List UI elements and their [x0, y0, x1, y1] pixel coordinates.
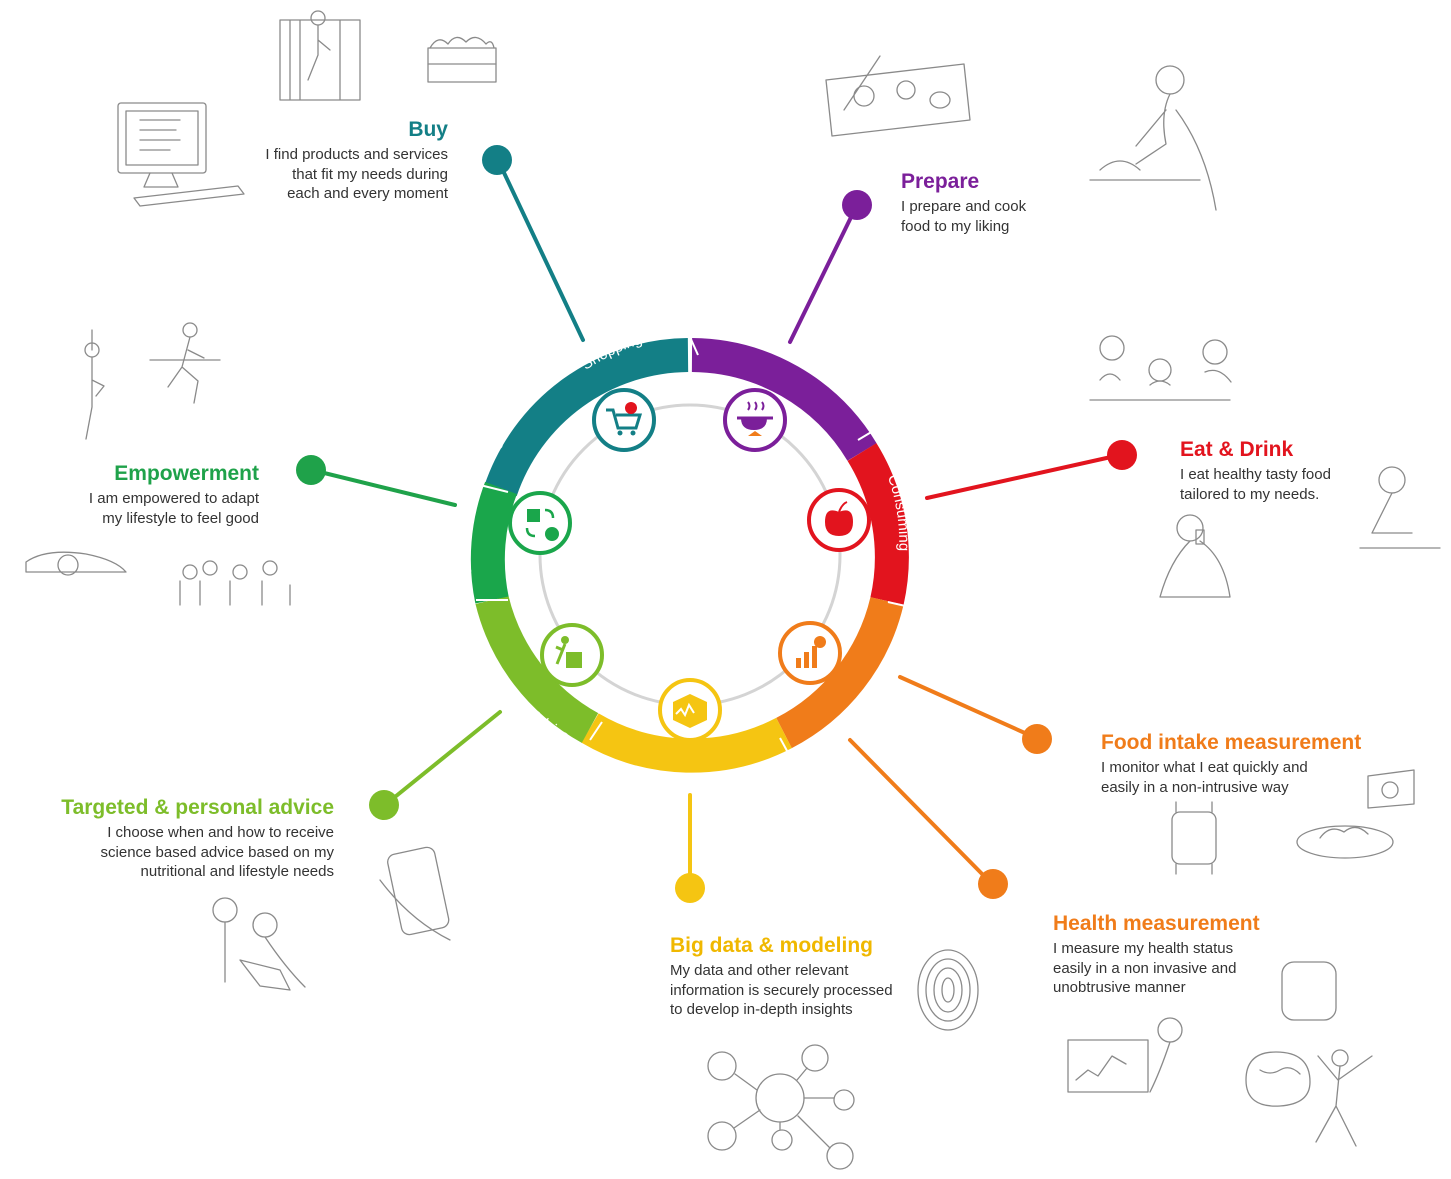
spoke-food-intake [898, 675, 1038, 740]
cutting-board-sketch-icon [825, 55, 971, 137]
ring-segment-connected-coaching [470, 481, 518, 604]
consultation-sketch-icon [212, 897, 306, 991]
shopping-cart-icon [592, 388, 656, 452]
food-plate-sketch-icon [1296, 825, 1394, 859]
brain-sketch-icon [1245, 1051, 1311, 1107]
buy-title: Buy [408, 118, 448, 141]
spoke-eat-drink [925, 453, 1122, 500]
dot-eat-drink [1107, 440, 1137, 470]
spoke-buy [496, 158, 585, 342]
dot-empowerment [296, 455, 326, 485]
empowerment-block: Empowerment I am empowered to adapt my l… [0, 462, 259, 528]
advice-figure-icon [540, 623, 604, 687]
cooking-pan-icon [723, 388, 787, 452]
health-monitor-sketch-icon [1067, 1017, 1183, 1093]
jumping-sketch-icon [1315, 1049, 1373, 1147]
dot-health [978, 869, 1008, 899]
spoke-end-dots [296, 145, 1137, 903]
spoke-empowerment [310, 468, 457, 507]
produce-crate-sketch-icon [427, 36, 497, 83]
health-title: Health measurement [1053, 912, 1260, 935]
spoke-prepare [788, 203, 859, 344]
buy-block: Buy I find products and services that fi… [88, 118, 448, 204]
prepare-description: I prepare and cook food to my liking [901, 198, 1027, 235]
dot-prepare [842, 190, 872, 220]
shopper-sketch-icon [279, 10, 361, 101]
spoke-targeted [383, 710, 502, 807]
apple-icon [807, 488, 871, 552]
big-data-title: Big data & modeling [670, 934, 874, 957]
fingerprint-sketch-icon [917, 949, 979, 1031]
dot-targeted [369, 790, 399, 820]
growth-chart-icon [778, 621, 842, 685]
buy-description: I find products and services that fit my… [265, 146, 448, 202]
ring-segment-measuring [775, 596, 904, 749]
scale-sketch-icon [1367, 769, 1415, 809]
health-description: I measure my health status easily in a n… [1053, 940, 1237, 996]
group-sketch-icon [179, 560, 291, 606]
prepare-block: Prepare I prepare and cook food to my li… [901, 170, 1261, 236]
outer-ring [470, 338, 909, 773]
ring-segment-process-data [581, 713, 792, 773]
ring-segment-generating-advice [475, 595, 599, 743]
food-intake-block: Food intake measurement I monitor what I… [1101, 731, 1431, 797]
sleeping-sketch-icon [25, 551, 127, 576]
wristband-sketch-icon [1281, 961, 1337, 1021]
spokes [310, 158, 1122, 889]
inner-icons [508, 388, 871, 742]
food-intake-title: Food intake measurement [1101, 731, 1362, 754]
seated-man-sketch-icon [1359, 466, 1441, 549]
eat-drink-description: I eat healthy tasty food tailored to my … [1180, 466, 1331, 503]
prepare-title: Prepare [901, 170, 980, 193]
eat-drink-block: Eat & Drink I eat healthy tasty food tai… [1180, 438, 1420, 504]
empowerment-description: I am empowered to adapt my lifestyle to … [88, 490, 259, 527]
eat-drink-title: Eat & Drink [1180, 438, 1294, 461]
data-cube-icon [658, 678, 722, 742]
watch-sketch-icon [1171, 801, 1217, 875]
health-block: Health measurement I measure my health s… [1053, 912, 1353, 998]
computer-sketch-icon [117, 102, 245, 207]
dot-big-data [675, 873, 705, 903]
big-data-block: Big data & modeling My data and other re… [670, 934, 930, 1020]
drinking-man-sketch-icon [1159, 514, 1231, 598]
network-sketch-icon [707, 1044, 855, 1170]
ring-segment-preparing [691, 338, 877, 461]
ring-separators [476, 336, 911, 761]
cooking-woman-sketch-icon [1089, 65, 1217, 211]
runner-sketch-icon [149, 322, 221, 404]
sketch-illustrations [25, 10, 1441, 1170]
dot-food-intake [1022, 724, 1052, 754]
dot-buy [482, 145, 512, 175]
coaching-cycle-icon [508, 491, 572, 555]
targeted-block: Targeted & personal advice I choose when… [8, 796, 334, 882]
targeted-description: I choose when and how to receive science… [100, 824, 334, 880]
ring-segment-consuming [847, 443, 909, 605]
family-dinner-sketch-icon [1089, 335, 1232, 401]
empowerment-title: Empowerment [114, 462, 259, 485]
smartphone-sketch-icon [379, 846, 451, 941]
targeted-title: Targeted & personal advice [61, 796, 334, 819]
ring-segment-shopping [484, 338, 689, 497]
big-data-description: My data and other relevant information i… [670, 962, 893, 1018]
food-intake-description: I monitor what I eat quickly and easily … [1101, 759, 1308, 796]
spoke-health [848, 738, 992, 884]
yoga-sketch-icon [84, 329, 105, 440]
